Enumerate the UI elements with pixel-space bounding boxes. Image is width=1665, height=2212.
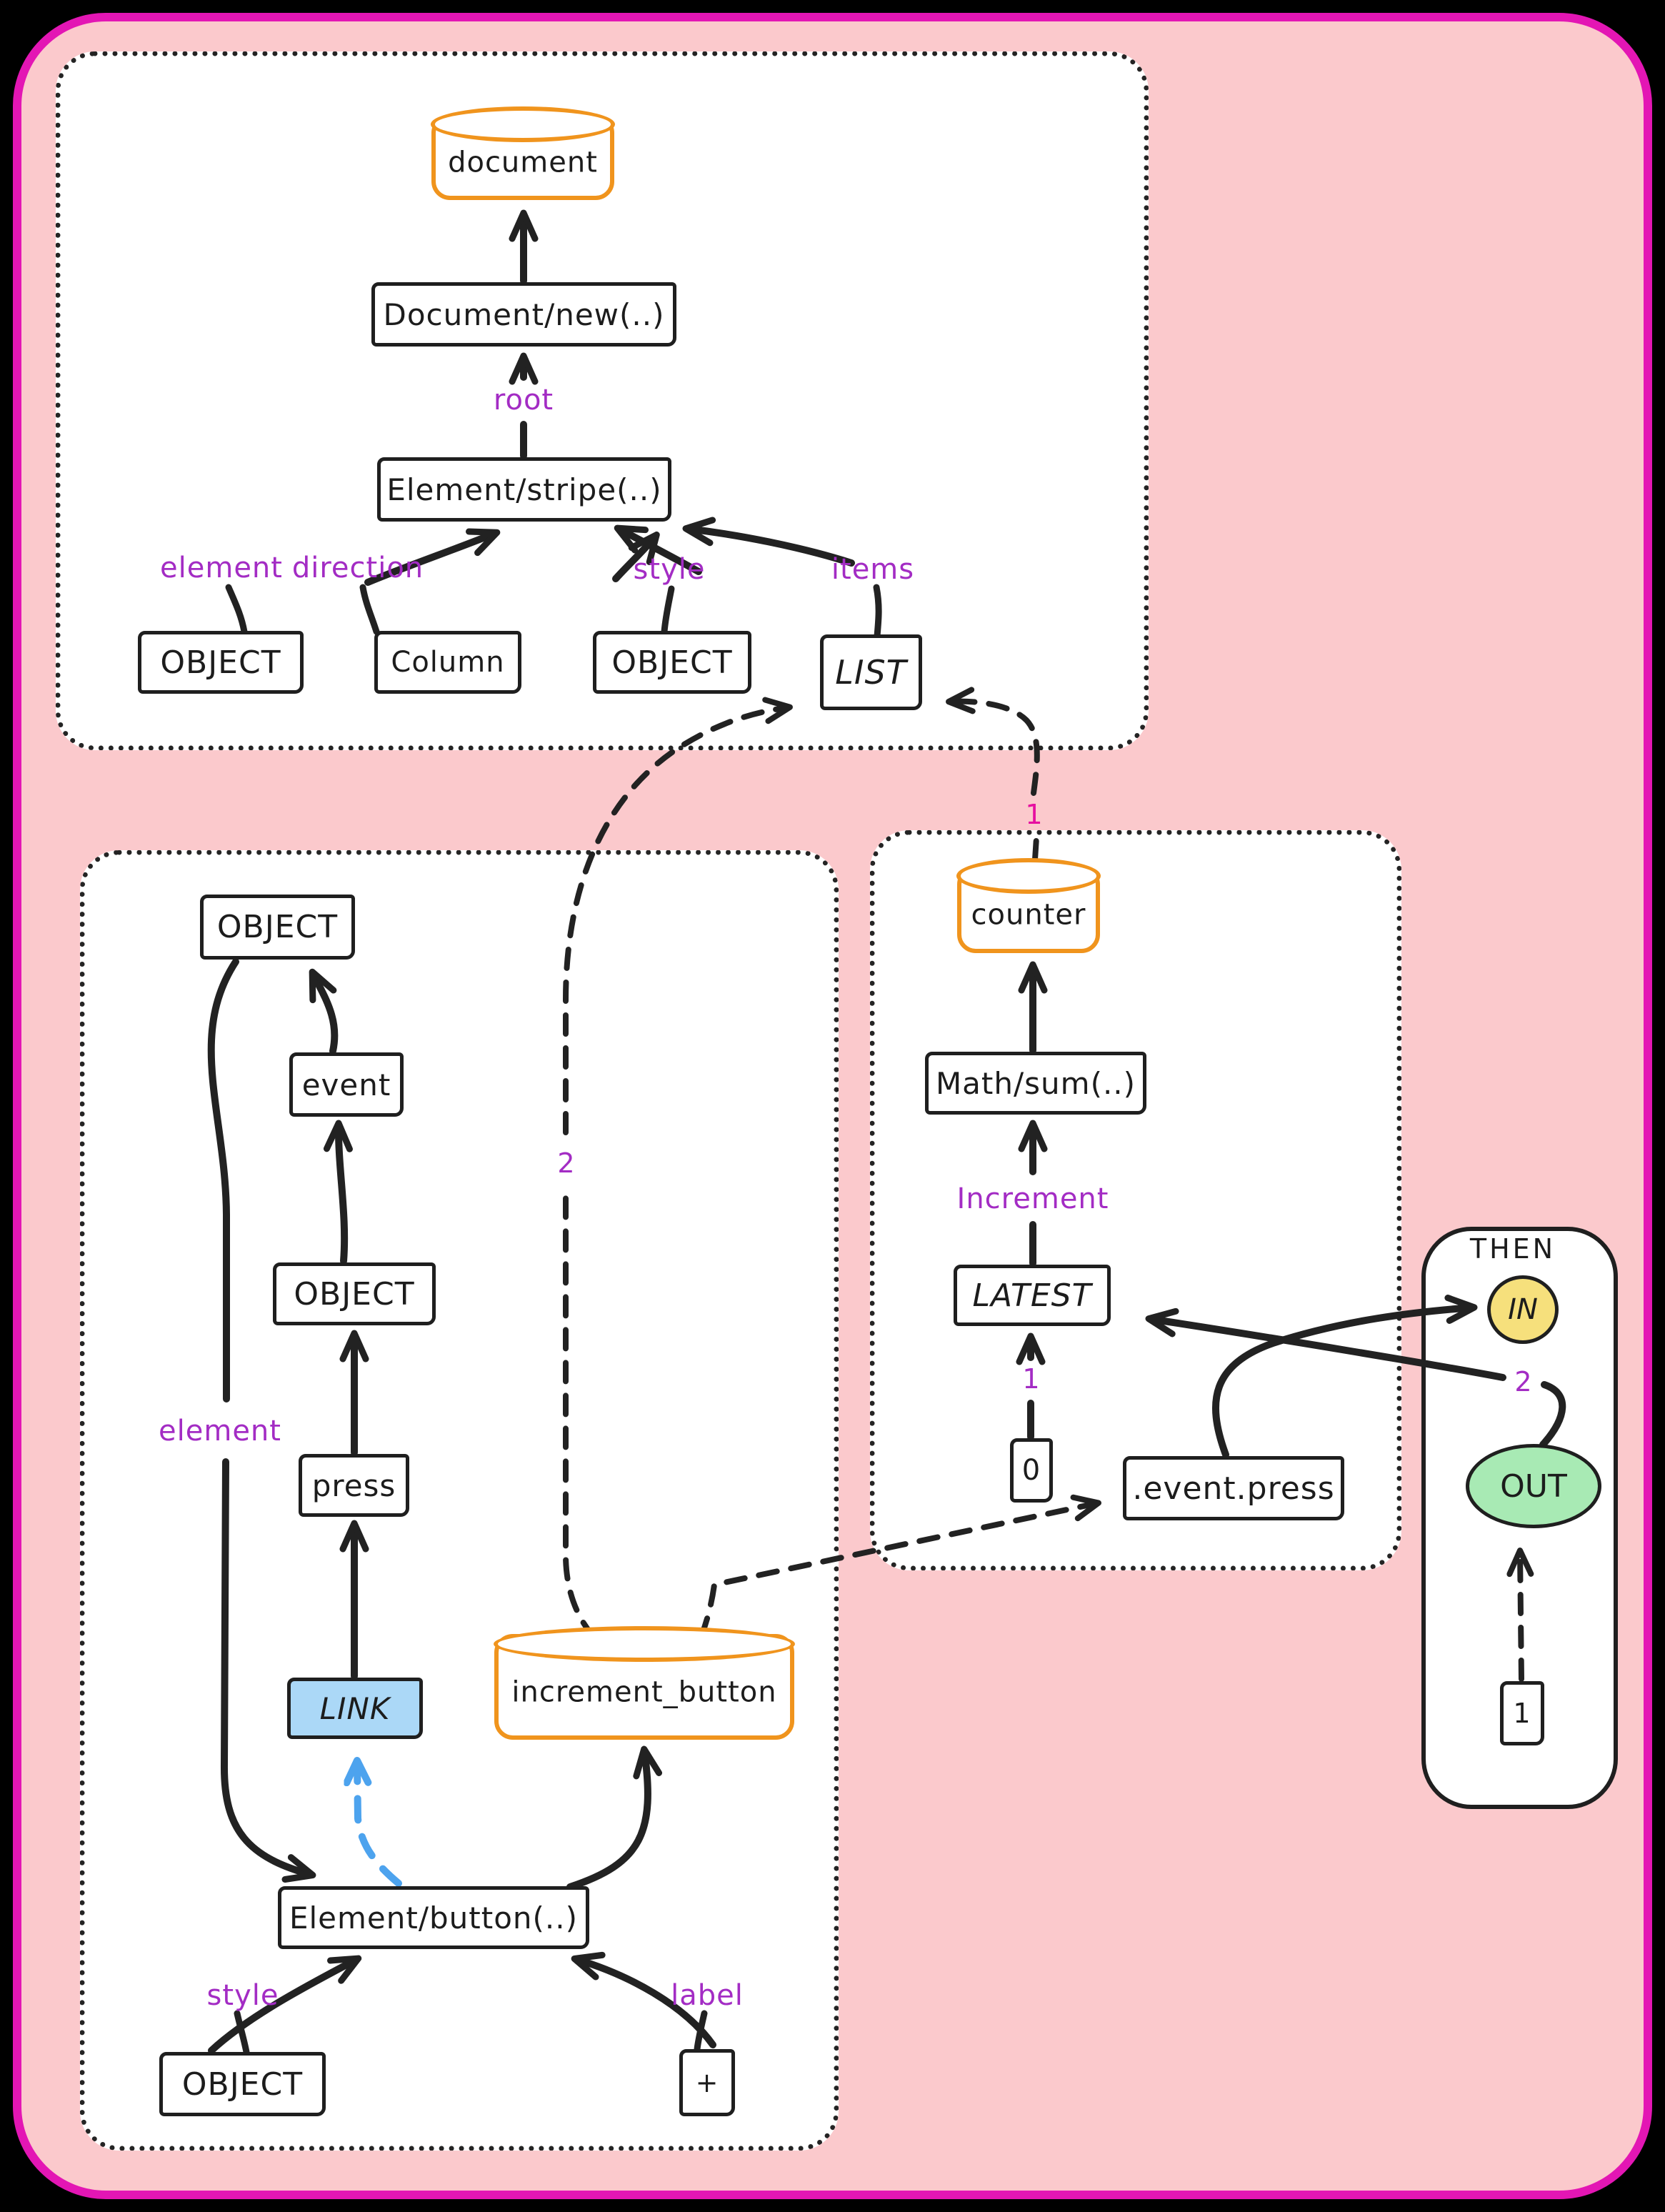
store-document: document: [431, 106, 615, 200]
store-increment-button-label: increment_button: [511, 1675, 777, 1709]
arg-object-style-label: OBJECT: [611, 644, 733, 681]
arg-label-increment: Increment: [956, 1182, 1109, 1215]
edge-direction-to-stripe: [612, 531, 660, 582]
store-counter: counter: [956, 858, 1101, 953]
arg-label-style: style: [633, 553, 706, 586]
arg-column-direction-label: Column: [391, 646, 505, 679]
edge-label-counter-to-list: 1: [1025, 799, 1044, 830]
edge-label-button-to-list: 2: [557, 1147, 576, 1179]
store-increment-button: increment_button: [494, 1626, 795, 1740]
fn-math-sum-label: Math/sum(..): [935, 1065, 1136, 1101]
edge-incrementbutton-to-list-lower: [563, 1192, 597, 1640]
connector-element-label: [225, 584, 248, 635]
arg-object-style-bottom-label: OBJECT: [181, 2066, 304, 2103]
out-port-label: OUT: [1500, 1468, 1567, 1505]
edge-button-to-incrementbutton: [566, 1745, 663, 1890]
arg-label-direction: direction: [291, 552, 424, 584]
connector-style-bottom-label: [234, 2010, 250, 2056]
edge-items-to-stripe: [682, 517, 855, 567]
arg-label-label-bottom: label: [671, 1979, 744, 2012]
edge-button-to-link-blue: [357, 1762, 402, 1887]
connector-items-label: [873, 584, 882, 639]
panel-counter: [870, 830, 1401, 1570]
arg-label-one: 1: [1022, 1363, 1041, 1395]
event-press-node-label: .event.press: [1132, 1470, 1335, 1507]
arg-list-items-label: LIST: [835, 653, 907, 692]
latest-node-label: LATEST: [972, 1277, 1092, 1314]
event-node-label: event: [301, 1067, 391, 1102]
arg-plus-label: +: [679, 2049, 735, 2116]
edge-onebox-to-out: [1506, 1548, 1534, 1682]
connector-direction-label: [359, 584, 380, 635]
fn-document-new: Document/new(..): [371, 282, 676, 347]
object-top-label: OBJECT: [216, 909, 339, 945]
zero-node: 0: [1010, 1438, 1053, 1503]
fn-element-stripe-label: Element/stripe(..): [386, 472, 662, 507]
store-counter-label: counter: [971, 898, 1086, 932]
arg-label-element: element: [160, 552, 283, 584]
link-node: LINK: [287, 1678, 423, 1739]
edge-label-out-bend: 2: [1514, 1366, 1533, 1398]
arg-label-style-bottom: style: [206, 1979, 279, 2012]
object-top: OBJECT: [200, 895, 355, 960]
arg-object-style: OBJECT: [593, 631, 751, 694]
edge-styleobject-to-button: [208, 1955, 362, 2054]
fn-document-new-label: Document/new(..): [383, 297, 665, 332]
edge-element-to-stripe: [364, 528, 501, 586]
link-node-label: LINK: [319, 1690, 391, 1726]
press-node: press: [299, 1454, 409, 1517]
connector-style-label: [661, 585, 675, 635]
edge-counter-to-list-upper: [946, 687, 1040, 796]
edge-incrementbutton-to-list-upper: [563, 697, 793, 1135]
arg-column-direction: Column: [374, 631, 521, 694]
store-document-label: document: [448, 146, 598, 179]
object-mid-label: OBJECT: [294, 1275, 415, 1312]
connector-label-bottom-label: [694, 2010, 708, 2053]
fn-element-button: Element/button(..): [278, 1886, 589, 1949]
zero-node-label: 0: [1021, 1454, 1041, 1487]
edge-object-to-event: [323, 1120, 353, 1265]
fn-math-sum: Math/sum(..): [925, 1052, 1146, 1115]
object-mid: OBJECT: [273, 1262, 436, 1325]
fn-element-button-label: Element/button(..): [289, 1900, 579, 1936]
edge-style-to-stripe: [614, 524, 702, 575]
arg-list-items: LIST: [820, 634, 922, 710]
in-port-label: IN: [1508, 1293, 1538, 1326]
arg-object-style-bottom: OBJECT: [159, 2052, 326, 2116]
in-port: IN: [1487, 1275, 1559, 1344]
then-one-node-label: 1: [1513, 1698, 1531, 1729]
latest-node: LATEST: [954, 1265, 1111, 1326]
edge-out-to-latest: [1145, 1307, 1506, 1381]
edge-out-bend: [1539, 1381, 1566, 1448]
arg-label-element-line: element: [159, 1415, 281, 1448]
arg-label-items: items: [831, 553, 915, 586]
edge-eventpress-to-in: [1212, 1295, 1478, 1458]
event-press-node: .event.press: [1123, 1456, 1344, 1520]
edge-object-element-line-upper: [207, 958, 239, 1403]
press-node-label: press: [311, 1468, 396, 1503]
arg-plus-label-text: +: [695, 2067, 719, 2098]
arg-object-element-label: OBJECT: [160, 644, 281, 681]
fn-element-stripe: Element/stripe(..): [377, 457, 671, 522]
arg-label-root: root: [493, 384, 554, 417]
then-one-node: 1: [1500, 1681, 1544, 1745]
event-node: event: [289, 1052, 404, 1117]
then-panel-title: THEN: [1469, 1233, 1556, 1265]
out-port: OUT: [1466, 1444, 1601, 1528]
edge-object-element-line-lower: [220, 1458, 316, 1883]
arg-object-element: OBJECT: [138, 631, 304, 694]
edge-incrementbutton-to-eventpress: [699, 1494, 1101, 1639]
edge-counter-to-list-lower: [1032, 835, 1039, 862]
edge-event-to-object: [309, 968, 339, 1055]
